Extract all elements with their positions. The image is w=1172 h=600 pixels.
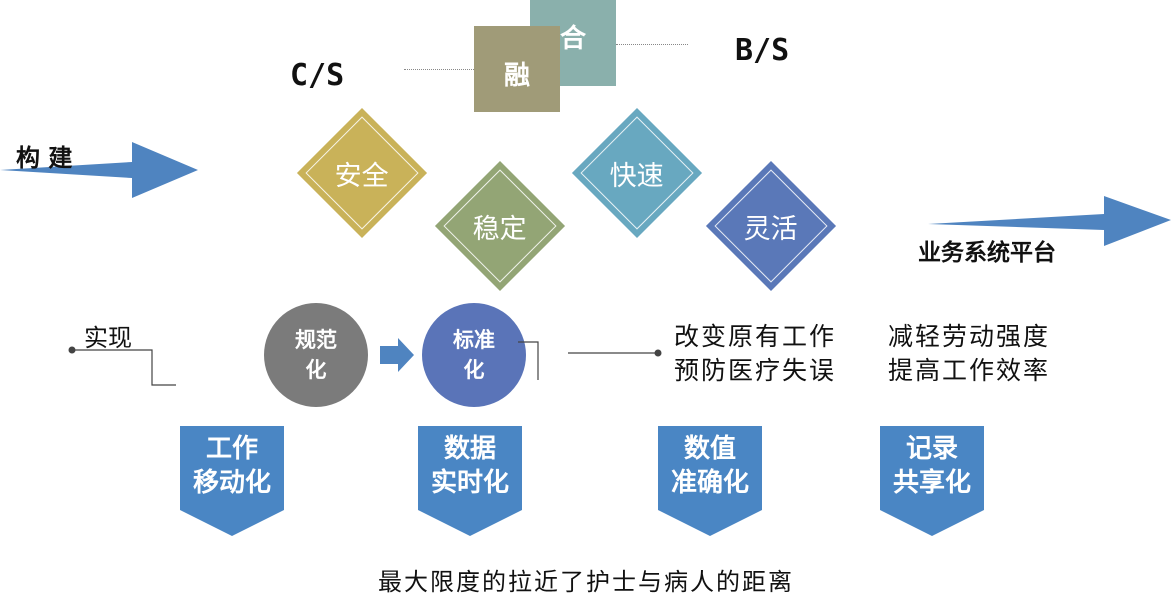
- platform-arrow: [928, 196, 1171, 246]
- chevron-accurate-polygon: [658, 426, 762, 536]
- top-dotted-line-left: [404, 69, 474, 70]
- circle-normalize-line2: 化: [463, 358, 485, 382]
- chevron-accurate-line1: 数值: [683, 434, 736, 464]
- footer-caption: 最大限度的拉近了护士与病人的距离: [378, 568, 794, 596]
- platform-arrow-shape: [928, 196, 1171, 246]
- chevron-accurate-shape: [658, 426, 762, 536]
- realize-connector-line: [72, 349, 176, 386]
- chevron-shared-polygon: [880, 426, 984, 536]
- chevron-realtime-polygon: [418, 426, 522, 536]
- build-arrow-shape: [0, 142, 198, 198]
- circle-bracket-line: [518, 341, 539, 380]
- circle-standardize-line2: 化: [305, 358, 327, 382]
- realize-label: 实现: [84, 324, 132, 352]
- merge-square-rong: 融: [474, 26, 560, 112]
- top-dotted-line-right: [616, 44, 688, 45]
- circle-link-arrow-shape: [380, 338, 414, 372]
- merge-he-label: 合: [559, 23, 586, 54]
- chevron-realtime-shape: [418, 426, 522, 536]
- chevron-shared-text: 记录 共享化: [880, 432, 984, 500]
- chevron-mobile-line2: 移动化: [192, 468, 271, 498]
- diamond-speed-label: 快速: [610, 160, 664, 192]
- benefit-improve-efficiency: 提高工作效率: [888, 356, 1051, 385]
- cs-label: C/S: [290, 58, 345, 93]
- benefits-connector-dot: [654, 349, 662, 357]
- bs-label: B/S: [735, 33, 790, 68]
- chevron-mobile-polygon: [180, 426, 284, 536]
- platform-label: 业务系统平台: [918, 239, 1056, 266]
- diamond-flexibility: 灵活: [705, 160, 837, 292]
- diamond-stability-label: 稳定: [473, 213, 527, 245]
- circle-link-arrow: [380, 338, 414, 372]
- realize-connector: [68, 346, 176, 386]
- benefit-reduce-labor: 减轻劳动强度: [888, 322, 1051, 351]
- build-arrow: [0, 142, 198, 198]
- chevron-realtime-line1: 数据: [443, 434, 496, 464]
- benefits-connector: [568, 349, 662, 357]
- diamond-flexibility-label: 灵活: [744, 213, 798, 245]
- chevron-shared-line2: 共享化: [892, 468, 971, 498]
- diamond-speed: 快速: [571, 107, 703, 239]
- diamond-stability: 稳定: [434, 160, 566, 292]
- build-label: 构 建: [16, 143, 73, 172]
- circle-bracket: [518, 341, 539, 380]
- chevron-shared-shape: [880, 426, 984, 536]
- circle-standardize: 规范 化: [264, 303, 368, 407]
- chevron-mobile-text: 工作 移动化: [180, 432, 284, 500]
- chevron-mobile-line1: 工作: [205, 434, 258, 464]
- circle-standardize-line1: 规范: [295, 328, 337, 352]
- merge-rong-label: 融: [503, 60, 530, 91]
- circle-normalize-line1: 标准: [453, 328, 495, 352]
- circle-normalize: 标准 化: [422, 303, 526, 407]
- chevron-realtime-line2: 实时化: [430, 468, 509, 498]
- benefits-column-1: 改变原有工作 预防医疗失误: [674, 320, 836, 388]
- diamond-security: 安全: [296, 107, 428, 239]
- diamond-security-label: 安全: [335, 160, 389, 192]
- chevron-shared-line1: 记录: [905, 434, 958, 464]
- chevron-realtime-text: 数据 实时化: [418, 432, 522, 500]
- chevron-mobile-shape: [180, 426, 284, 536]
- chevron-accurate-text: 数值 准确化: [658, 432, 762, 500]
- benefit-change-work: 改变原有工作: [674, 322, 837, 351]
- chevron-accurate-line2: 准确化: [670, 468, 749, 498]
- circle-normalize-text: 标准 化: [453, 325, 495, 385]
- benefits-column-2: 减轻劳动强度 提高工作效率: [888, 320, 1050, 388]
- circle-standardize-text: 规范 化: [295, 325, 337, 385]
- benefit-prevent-errors: 预防医疗失误: [674, 356, 837, 385]
